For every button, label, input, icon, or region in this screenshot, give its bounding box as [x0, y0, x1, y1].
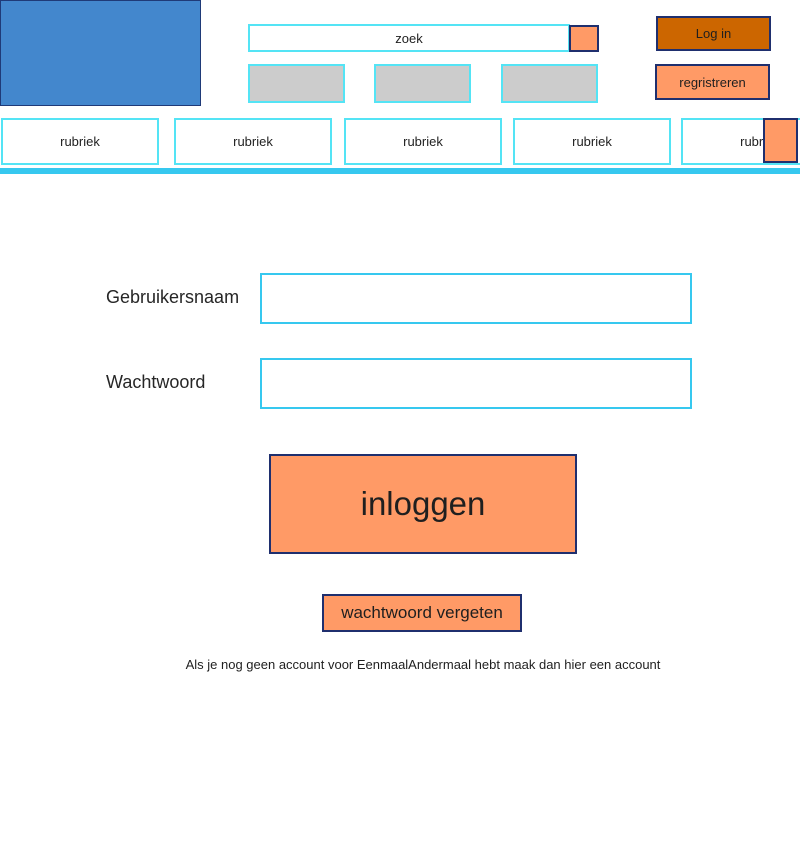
password-input[interactable]: [260, 358, 692, 409]
forgot-password-button[interactable]: wachtwoord vergeten: [322, 594, 522, 632]
username-input[interactable]: [260, 273, 692, 324]
header-placeholder-3: [501, 64, 598, 103]
category-tab-4[interactable]: rubriek: [513, 118, 671, 165]
login-button[interactable]: Log in: [656, 16, 771, 51]
search-input[interactable]: [248, 24, 570, 52]
header-placeholder-2: [374, 64, 471, 103]
register-hint-link[interactable]: Als je nog geen account voor EenmaalAnde…: [185, 657, 661, 672]
search-button[interactable]: [569, 25, 599, 52]
category-bar: rubriek rubriek rubriek rubriek rubriek: [0, 118, 800, 166]
category-scroll-button[interactable]: [763, 118, 798, 163]
category-tab-3[interactable]: rubriek: [344, 118, 502, 165]
login-submit-button[interactable]: inloggen: [269, 454, 577, 554]
logo[interactable]: [0, 0, 201, 106]
header-divider: [0, 168, 800, 174]
register-button[interactable]: regristreren: [655, 64, 770, 100]
username-label: Gebruikersnaam: [106, 287, 240, 307]
password-label: Wachtwoord: [106, 372, 206, 392]
category-tab-1[interactable]: rubriek: [1, 118, 159, 165]
category-tab-2[interactable]: rubriek: [174, 118, 332, 165]
header-placeholder-1: [248, 64, 345, 103]
